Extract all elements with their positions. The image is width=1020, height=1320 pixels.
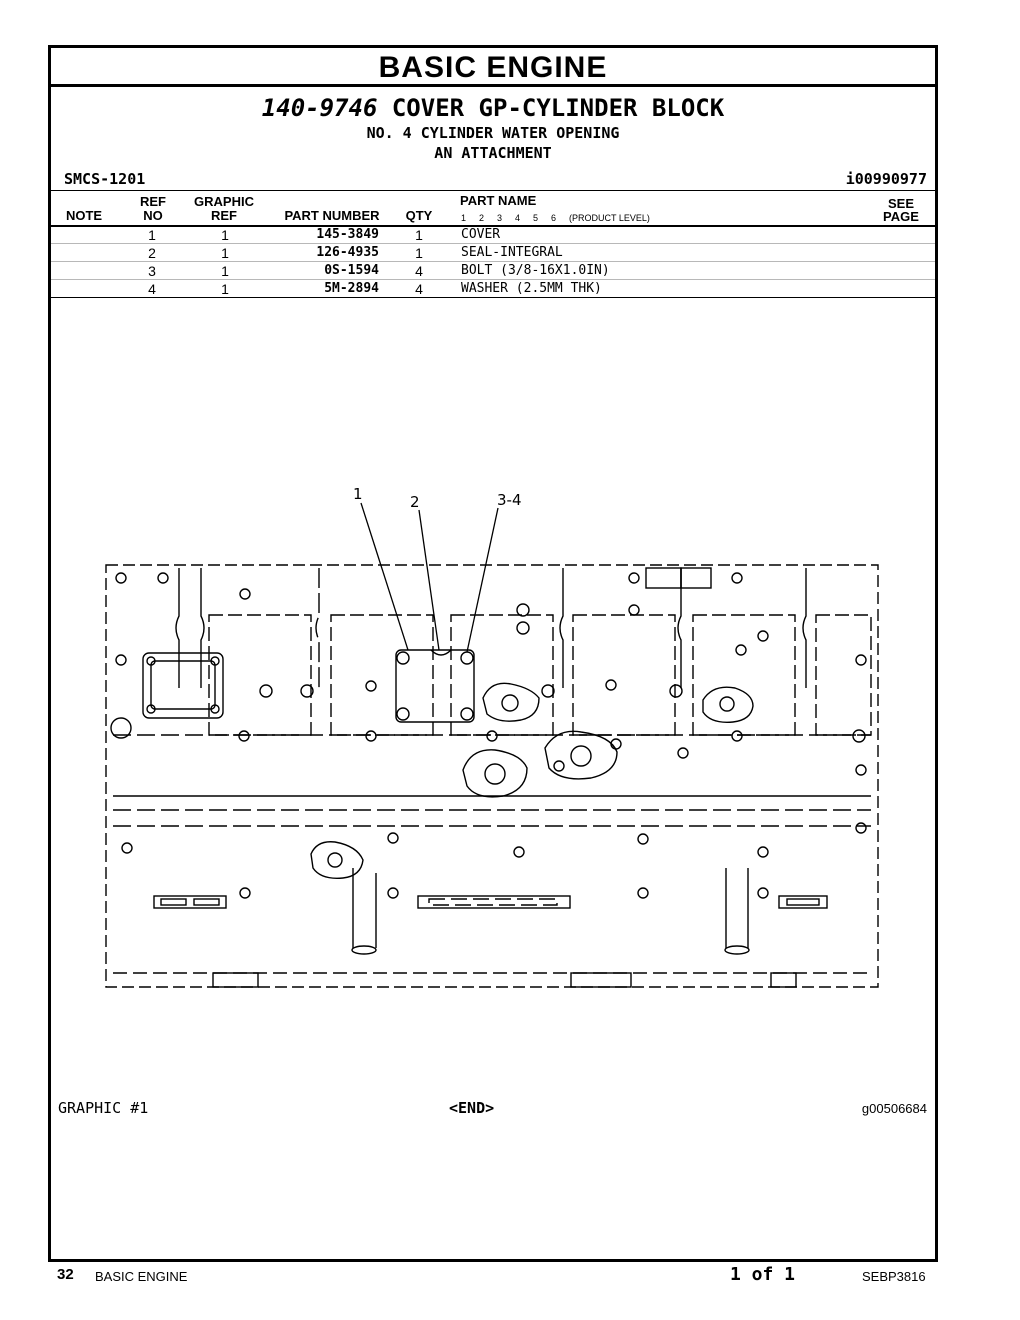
page-number: 32 [57, 1266, 74, 1283]
col-see-page-line1: SEE [887, 196, 914, 211]
part-number: 0S-1594 [324, 263, 379, 278]
part-number: 126-4935 [316, 245, 379, 260]
graphic-ref: 1 [221, 245, 229, 261]
page-of: 1 of 1 [730, 1264, 796, 1285]
col-graphic-ref-line1: GRAPHIC [194, 194, 254, 209]
group-part-name: COVER GP-CYLINDER BLOCK [391, 94, 725, 122]
bolt-holes [110, 572, 867, 899]
col-ref-no-line2: NO [143, 208, 163, 223]
col-qty: QTY [405, 208, 433, 223]
qty: 4 [415, 263, 423, 279]
part-name: SEAL-INTEGRAL [461, 245, 563, 260]
ref-no: 4 [148, 281, 156, 297]
page-frame: BASIC ENGINE 140-9746 COVER GP-CYLINDER … [48, 45, 938, 1262]
level-2: 2 [479, 213, 485, 223]
level-3: 3 [497, 213, 503, 223]
section-title: BASIC ENGINE [51, 48, 935, 87]
ref-no: 1 [148, 227, 156, 243]
part-group-title: 140-9746 COVER GP-CYLINDER BLOCK [51, 94, 935, 122]
table-row: 3 1 0S-1594 4 BOLT (3/8-16X1.0IN) [51, 262, 935, 280]
document-id: SEBP3816 [862, 1269, 926, 1284]
subtitle-2: AN ATTACHMENT [434, 144, 552, 162]
bolt-icon [460, 707, 474, 721]
col-graphic-ref-line2: REF [211, 208, 237, 223]
bolt-icon [396, 707, 410, 721]
part-name: BOLT (3/8-16X1.0IN) [461, 263, 610, 278]
illustration-id: i00990977 [845, 170, 927, 188]
table-row: 4 1 5M-2894 4 WASHER (2.5MM THK) [51, 280, 935, 298]
graphic-ref: 1 [221, 263, 229, 279]
cover-part [395, 649, 475, 723]
qty: 1 [415, 227, 423, 243]
graphic-ref: 1 [221, 227, 229, 243]
qty: 1 [415, 245, 423, 261]
level-4: 4 [515, 213, 521, 223]
parts-table: 1 1 145-3849 1 COVER 2 1 126-4935 1 SEAL… [51, 226, 935, 298]
group-part-number: 140-9746 [261, 94, 378, 122]
col-part-number: PART NUMBER [284, 208, 380, 223]
level-1: 1 [461, 213, 467, 223]
callout-2: 2 [410, 493, 420, 511]
graphic-id: g00506684 [861, 1101, 927, 1116]
bolt-icon [460, 651, 474, 665]
footer-section: BASIC ENGINE [95, 1269, 188, 1284]
ref-no: 2 [148, 245, 156, 261]
callout-3-4: 3-4 [497, 491, 522, 509]
callout-1: 1 [353, 485, 363, 503]
product-level-label: (PRODUCT LEVEL) [569, 213, 650, 223]
block-outline [105, 564, 879, 988]
ref-no: 3 [148, 263, 156, 279]
level-5: 5 [533, 213, 539, 223]
cylinder-block-drawing: 1 2 3-4 [105, 485, 879, 988]
smcs-code: SMCS-1201 [64, 170, 146, 188]
bolt-icon [396, 651, 410, 665]
table-row: 1 1 145-3849 1 COVER [51, 226, 935, 244]
col-ref-no-line1: REF [140, 194, 166, 209]
table-header: NOTE REF NO GRAPHIC REF PART NUMBER QTY … [51, 190, 935, 227]
part-name: COVER [461, 227, 501, 242]
col-note: NOTE [65, 208, 103, 223]
end-marker: <END> [449, 1099, 495, 1117]
part-number: 5M-2894 [324, 281, 379, 296]
col-see-page-line2: PAGE [883, 209, 919, 224]
level-6: 6 [551, 213, 557, 223]
subtitle-1: NO. 4 CYLINDER WATER OPENING [366, 124, 620, 142]
part-name: WASHER (2.5MM THK) [461, 281, 602, 296]
part-number: 145-3849 [316, 227, 379, 242]
graphic-ref: 1 [221, 281, 229, 297]
table-row: 2 1 126-4935 1 SEAL-INTEGRAL [51, 244, 935, 262]
col-part-name: PART NAME [460, 193, 537, 208]
qty: 4 [415, 281, 423, 297]
graphic-label: GRAPHIC #1 [58, 1099, 149, 1117]
page-footer: 32 BASIC ENGINE 1 of 1 SEBP3816 [0, 1262, 1020, 1292]
